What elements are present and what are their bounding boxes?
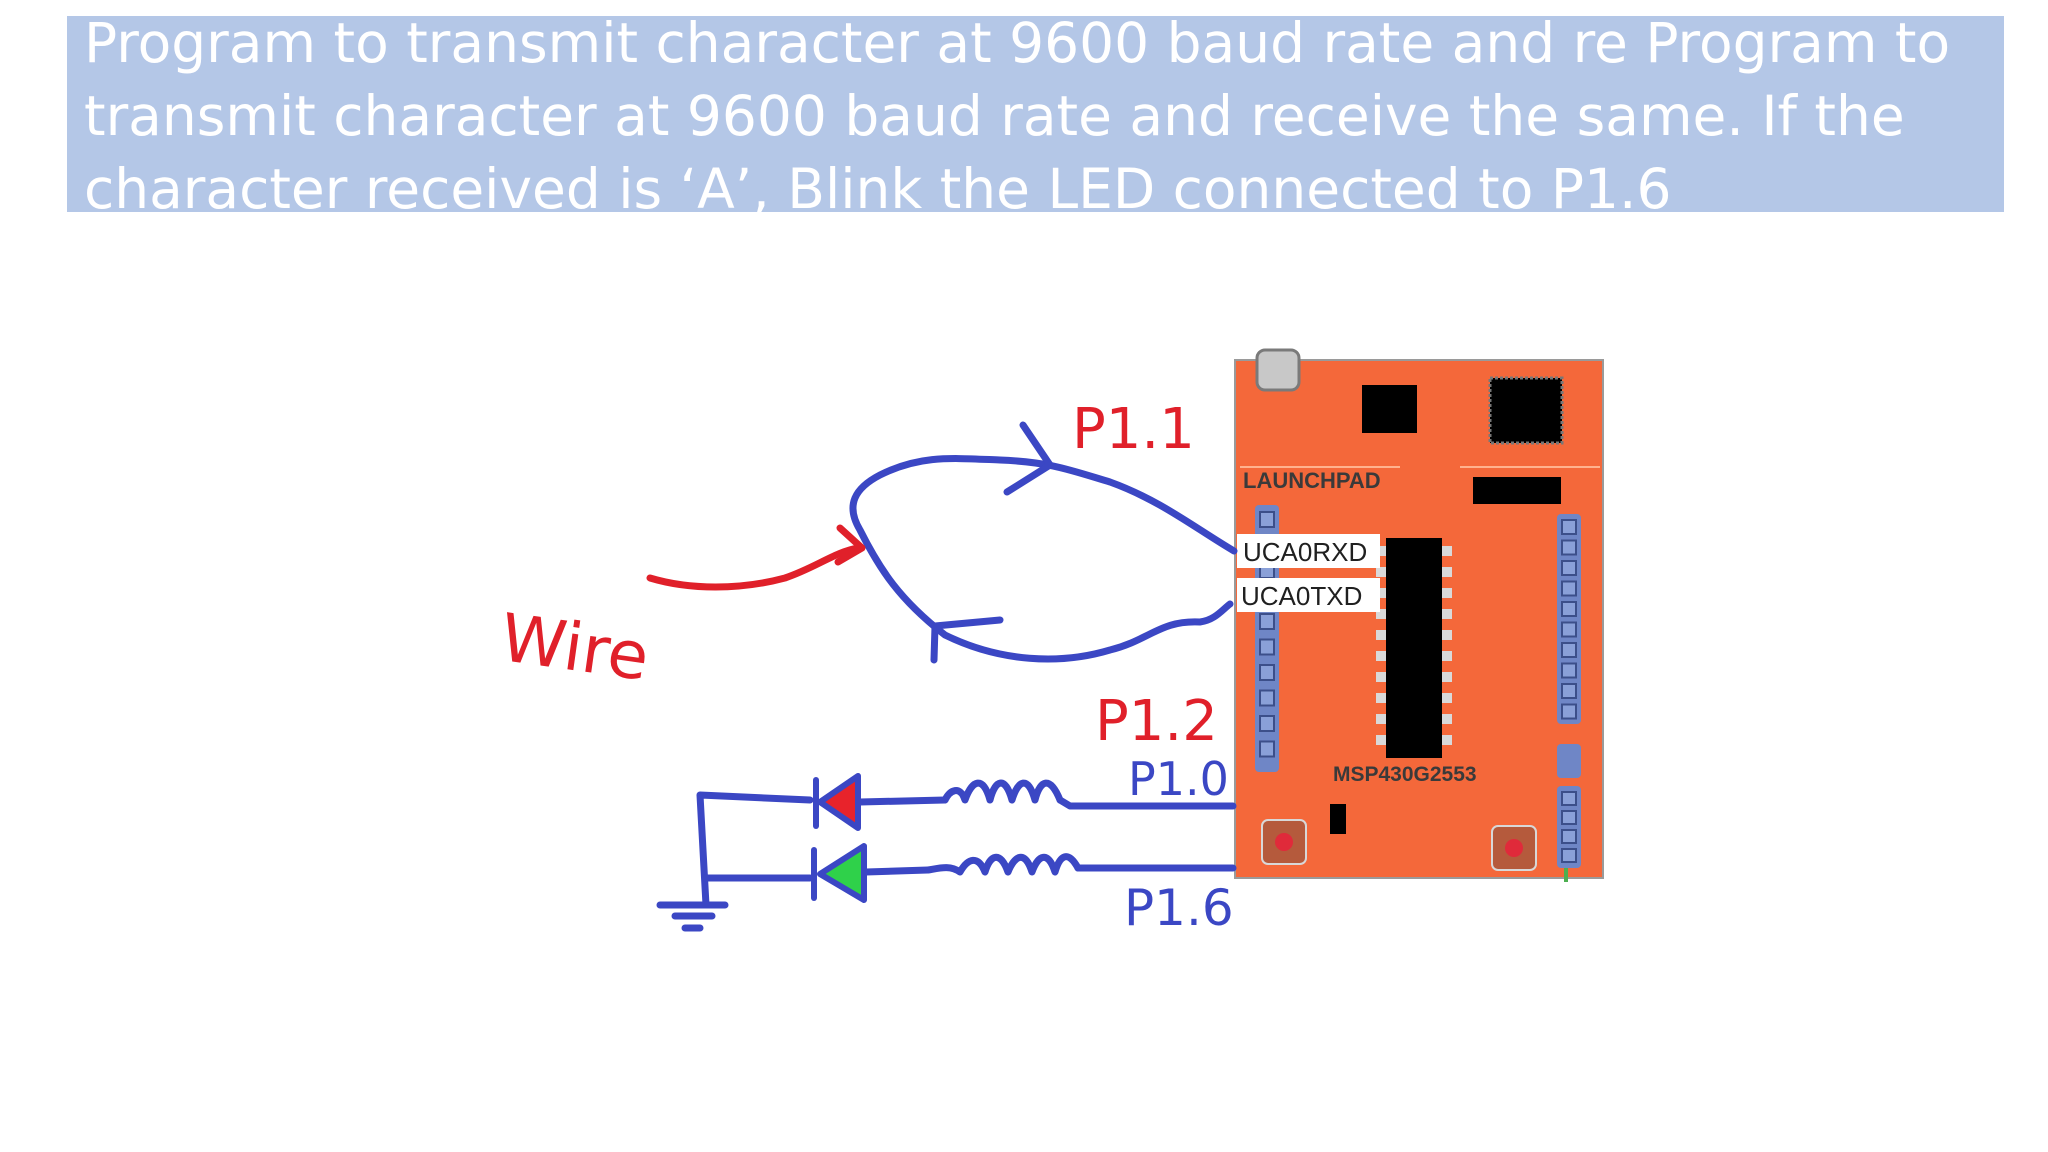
ic-pin [1442,693,1452,703]
rx-label-bg [1237,534,1380,568]
emulator-chip [1362,385,1417,433]
ground-icon [656,901,729,932]
header-pin [1561,848,1577,863]
ground-rail [664,791,814,909]
red-led-icon [813,773,861,831]
red-wire-path [646,544,862,591]
rx-pin-label: UCA0RXD [1243,537,1367,567]
ic-pin [1376,735,1386,745]
header-pin [1259,613,1275,630]
slide-title: Program to transmit character at 9600 ba… [84,16,1951,212]
header-pin [1259,638,1275,656]
header-pin [1561,560,1577,576]
ic-pin [1442,651,1452,661]
uart-loop-wire [849,421,1238,664]
arrow-icon [834,524,866,566]
resistor-icon [924,853,1082,876]
header-pin [1561,703,1577,720]
led1-anode-wire [856,796,949,806]
ic-pin [1376,609,1386,619]
ic-pin [1442,672,1452,682]
arrow-icon [1003,421,1054,496]
header-pin [1259,740,1275,758]
small-component [1330,804,1346,834]
header-pin [1561,642,1577,658]
ic-pin [1376,693,1386,703]
header-pin [1561,539,1577,556]
header-pin [1561,829,1577,844]
user-button-cap [1505,839,1523,857]
crystal-block [1473,477,1561,504]
loop-wire-path [849,455,1238,663]
right-header-short [1557,744,1581,778]
ic-pin [1442,546,1452,556]
header-pin [1259,664,1275,681]
green-led-icon [811,843,867,903]
header-pin [1259,689,1275,707]
ic-pin [1376,714,1386,724]
pin-p11-annotation: P1.1 [1072,397,1195,462]
ic-pin [1376,651,1386,661]
ic-pin [1442,609,1452,619]
led-circuit [656,779,1237,932]
ic-pin [1442,714,1452,724]
header-pin [1561,519,1577,535]
red-wire [646,524,866,591]
header-pin [1561,791,1577,806]
ic-pins-right [1442,546,1452,745]
tx-pin-label: UCA0TXD [1241,581,1362,611]
arrow-icon [930,616,1004,664]
header-pin [1561,810,1577,825]
wire-annotation: Wire [496,599,654,696]
tx-label-bg [1237,578,1380,612]
launchpad-board: LAUNCHPAD MSP430G2553 UCA0RXD UCA0TXD [1234,348,1604,882]
board-name-label: LAUNCHPAD [1243,468,1381,493]
header-pin [1561,621,1577,638]
right-header-lower [1557,786,1581,868]
header-pin [1561,683,1577,699]
right-header-pins [1561,519,1577,720]
emulator-mcu [1488,376,1564,445]
ic-pin [1376,567,1386,577]
led2-anode-wire [862,866,932,876]
ic-pin [1376,672,1386,682]
ic-pin [1442,567,1452,577]
ic-pin [1376,588,1386,598]
usb-connector-icon [1255,348,1301,392]
ic-pin [1376,546,1386,556]
right-header-lower-pins [1561,791,1577,863]
pin-p16-annotation: P1.6 [1124,879,1234,937]
ic-pin [1376,630,1386,640]
slide-title-banner: Program to transmit character at 9600 ba… [67,16,2004,212]
reset-button-cap [1275,833,1293,851]
msp430-chip [1386,538,1442,758]
ic-pin [1442,735,1452,745]
pin-p12-annotation: P1.2 [1095,689,1218,754]
ic-pins-left [1376,546,1386,745]
header-pin [1561,601,1577,617]
header-pin [1561,662,1577,679]
header-pin [1259,715,1275,732]
header-pin [1259,511,1275,528]
chip-name-label: MSP430G2553 [1333,763,1477,786]
p10-wire [1056,796,1237,810]
header-pin [1561,580,1577,597]
resistor-icon [941,779,1064,804]
pin-p10-annotation: P1.0 [1128,752,1229,806]
ic-pin [1442,588,1452,598]
ic-pin [1442,630,1452,640]
